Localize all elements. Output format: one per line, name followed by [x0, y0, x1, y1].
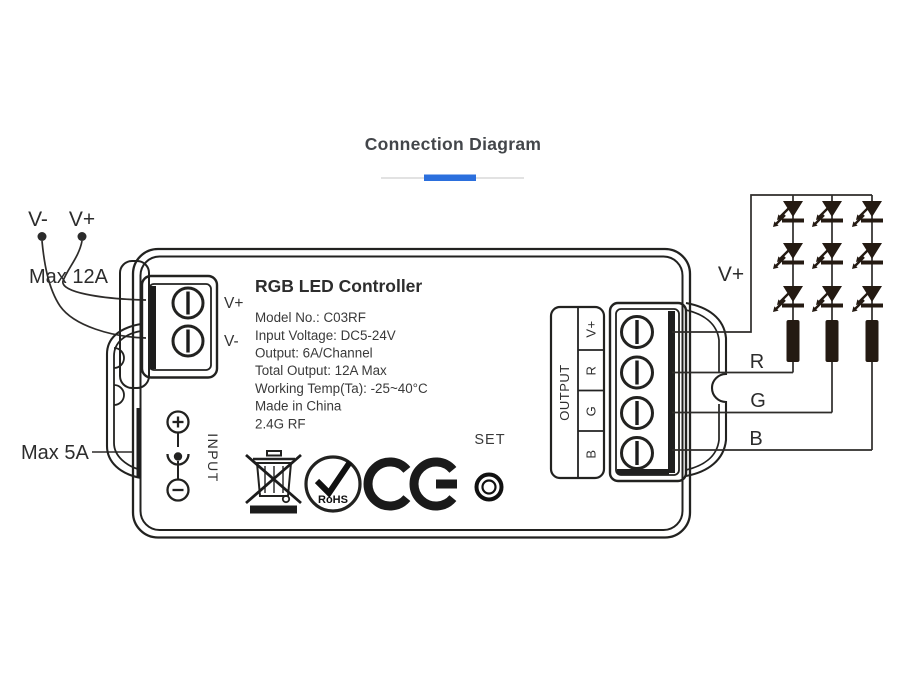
vplus-wire	[672, 194, 872, 333]
led-icon	[771, 284, 806, 314]
resistor-icon	[825, 320, 839, 362]
spec-line-output: Output: 6A/Channel	[255, 346, 373, 361]
output-screw-vplus	[620, 315, 654, 349]
led-array	[771, 195, 885, 450]
channel-b-label: B	[749, 428, 762, 450]
supply-negative-dot	[37, 232, 47, 241]
input-terminal-block	[140, 274, 219, 379]
spec-line-rf: 2.4G RF	[255, 417, 306, 432]
ce-icon	[363, 457, 457, 511]
spec-line-origin: Made in China	[255, 399, 342, 414]
spec-line-voltage: Input Voltage: DC5-24V	[255, 328, 396, 343]
dc-jack-snout	[105, 322, 142, 480]
output-channel-label-g: G	[584, 406, 599, 417]
led-icon	[850, 284, 885, 314]
input-screw-bottom	[171, 324, 205, 358]
supply-positive-dot	[77, 232, 87, 241]
output-channel-label-b: B	[584, 449, 599, 458]
resistor-icon	[865, 320, 879, 362]
spec-line-total: Total Output: 12A Max	[255, 363, 387, 378]
led-icon	[850, 241, 885, 271]
output-panel: OUTPUT V+ R G B	[549, 305, 606, 480]
controller-body: V+ V- RGB LED Controller Model No.: C03R…	[105, 247, 728, 539]
output-channel-label-r: R	[584, 366, 599, 376]
supply-positive-leader-line	[62, 240, 147, 301]
led-bus-vplus-label: V+	[718, 263, 744, 286]
spec-text-block: Model No.: C03RF Input Voltage: DC5-24V …	[255, 310, 428, 432]
output-screws	[620, 315, 654, 470]
supply-positive-label: V+	[69, 208, 95, 231]
resistor-icon	[786, 320, 800, 362]
dc-jack-polarity-symbol	[166, 410, 190, 502]
output-screw-b	[620, 436, 654, 470]
rohs-icon: RoHS	[304, 455, 362, 513]
led-icon	[771, 241, 806, 271]
output-channel-label-vplus: V+	[584, 320, 599, 337]
spec-line-model: Model No.: C03RF	[255, 310, 366, 325]
output-screw-g	[620, 396, 654, 430]
weee-icon	[245, 450, 302, 514]
led-icon	[810, 284, 845, 314]
mounting-ear-right	[685, 301, 728, 478]
input-terminal-negative-label: V-	[224, 333, 239, 350]
product-name: RGB LED Controller	[255, 276, 422, 296]
channel-g-label: G	[750, 390, 766, 412]
case-inner	[139, 255, 684, 531]
input-screw-top	[171, 286, 205, 320]
led-icon	[850, 199, 885, 229]
supply-annotations: V- V+ Max 12A Max 5A	[21, 208, 147, 464]
page-title: Connection Diagram	[365, 134, 542, 154]
dc-jack-minus-icon	[166, 478, 190, 502]
supply-negative-label: V-	[28, 208, 48, 231]
rohs-label: RoHS	[318, 494, 348, 506]
input-terminal-positive-label: V+	[224, 295, 243, 312]
spec-line-temp: Working Temp(Ta): -25~40°C	[255, 381, 428, 396]
led-icon	[810, 199, 845, 229]
output-screw-r	[620, 355, 654, 390]
led-icon	[810, 241, 845, 271]
title-accent-bar	[424, 174, 476, 181]
set-button	[474, 472, 504, 502]
case-outer	[131, 247, 692, 539]
input-label: INPUT	[205, 433, 221, 483]
set-label: SET	[474, 432, 505, 448]
supply-negative-leader-line	[41, 240, 147, 339]
output-terminal-block	[608, 301, 688, 483]
output-wiring	[672, 194, 872, 451]
dc-jack-plus-icon	[166, 410, 190, 434]
max-12a-label: Max 12A	[29, 266, 109, 288]
led-icon	[771, 199, 806, 229]
channel-r-label: R	[750, 351, 764, 373]
max-5a-label: Max 5A	[21, 442, 89, 464]
output-panel-title: OUTPUT	[557, 364, 572, 420]
